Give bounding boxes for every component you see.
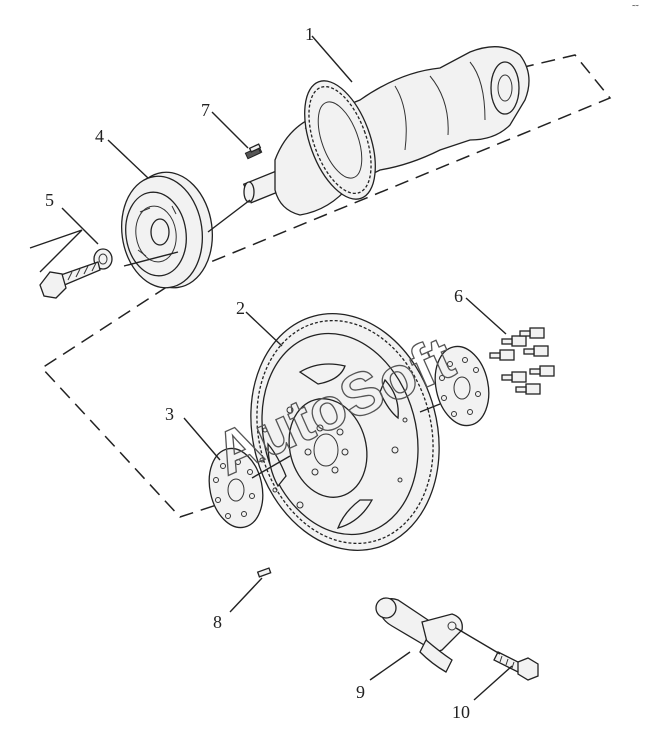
leader-lines (29, 35, 513, 701)
pulley-bolt (39, 248, 113, 299)
callout-1: 1 (305, 24, 314, 44)
callout-8: 8 (213, 612, 222, 632)
spacer-plate-front (208, 447, 264, 529)
callout-3: 3 (165, 404, 174, 424)
sensor-bolt (493, 651, 539, 681)
woodruff-key (244, 143, 262, 160)
callout-6: 6 (454, 286, 463, 306)
crankshaft-pulley (120, 171, 214, 289)
spacer-plate-rear (434, 345, 490, 427)
callout-5: 5 (45, 190, 54, 210)
callout-9: 9 (356, 682, 365, 702)
callout-10: 10 (452, 702, 470, 722)
callout-4: 4 (95, 126, 104, 146)
flexplate (250, 313, 440, 551)
callout-7: 7 (201, 100, 210, 120)
flexplate-bolts (489, 327, 555, 395)
crankshaft (242, 46, 530, 216)
corner-mark: ˜˜ (632, 4, 639, 15)
callout-2: 2 (236, 298, 245, 318)
dowel-pin (256, 567, 272, 578)
crankshaft-position-sensor (375, 597, 463, 673)
callout-labels: 1 2 3 4 5 6 7 8 9 10 (45, 24, 470, 722)
